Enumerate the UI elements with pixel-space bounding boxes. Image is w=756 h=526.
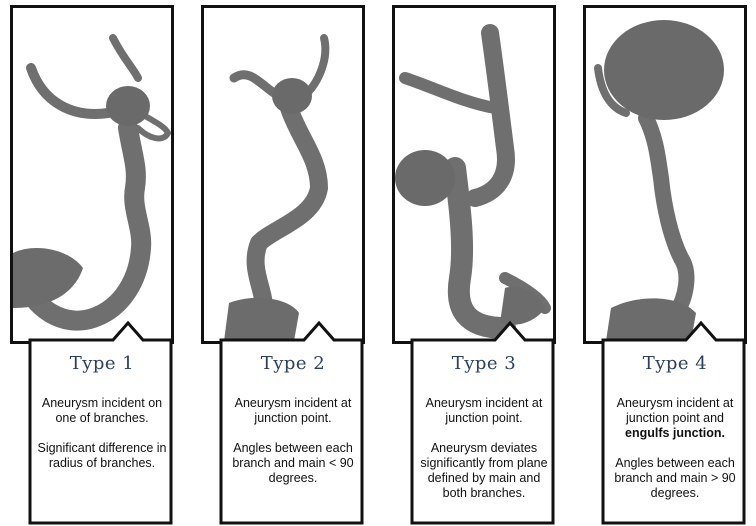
callout-text-4: Type 4 Aneurysm incident at junction poi… (605, 343, 745, 501)
description-2: Aneurysm deviates significantly from pla… (420, 441, 548, 500)
callout-box-1 (28, 320, 173, 525)
type-title-1: Type 1 (69, 353, 135, 374)
callout-box-3 (410, 320, 555, 525)
description-2: Significant difference in radius of bran… (37, 441, 167, 470)
callout-text-3: Type 3 Aneurysm incident at junction poi… (414, 343, 554, 501)
panel-type-3: Type 3 Aneurysm incident at junction poi… (392, 5, 556, 525)
vessel-model-type-1 (13, 34, 171, 331)
description-1: Aneurysm incident at junction point. (425, 396, 543, 425)
panel-type-2: Type 2 Aneurysm incident at junction poi… (201, 5, 365, 525)
description-2: Angles between each branch and main > 90… (614, 456, 736, 500)
panel-type-4: Type 4 Aneurysm incident at junction poi… (583, 5, 747, 525)
vessel-model-type-3 (395, 24, 551, 339)
callout-box-2 (219, 320, 364, 525)
callout-text-1: Type 1 Aneurysm incident on one of branc… (32, 343, 172, 471)
aneurysm-sac-4 (604, 20, 724, 120)
vessel-render-frame-1 (10, 5, 174, 344)
aneurysm-sac-3 (395, 150, 455, 206)
description-1: Aneurysm incident on one of branches. (41, 396, 163, 425)
description-2: Angles between each branch and main < 90… (232, 441, 354, 485)
vessel-render-frame-2 (201, 5, 365, 344)
description-1: Aneurysm incident at junction point. (234, 396, 352, 425)
vessel-render-frame-4 (583, 5, 747, 344)
vessel-render-frame-3 (392, 5, 556, 344)
panel-type-1: Type 1 Aneurysm incident on one of branc… (10, 5, 174, 525)
description-1-text: Aneurysm incident at junction point and (616, 396, 734, 425)
type-title-3: Type 3 (451, 353, 517, 374)
vessel-model-type-4 (594, 20, 724, 341)
description-1: Aneurysm incident at junction point and … (605, 396, 745, 441)
aneurysm-sac-2 (272, 78, 312, 114)
aneurysm-sac-1 (106, 86, 150, 126)
type-title-2: Type 2 (260, 353, 326, 374)
vessel-model-type-2 (224, 34, 330, 341)
description-1-bold: engulfs junction. (625, 426, 725, 440)
callout-box-4 (601, 320, 746, 525)
callout-text-2: Type 2 Aneurysm incident at junction poi… (223, 343, 363, 486)
type-title-4: Type 4 (642, 353, 708, 374)
